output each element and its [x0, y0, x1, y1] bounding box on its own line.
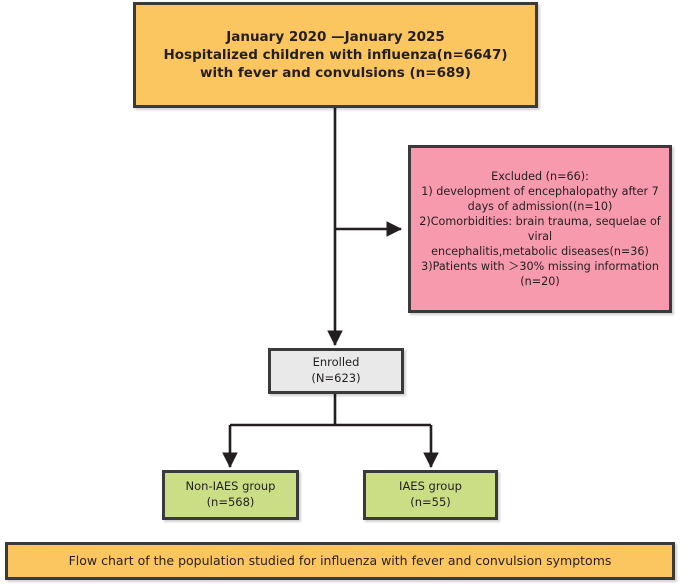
excluded-reason-2: 2)Comorbidities: brain trauma, sequelae …	[419, 214, 661, 228]
node-enrolled: Enrolled (N=623)	[268, 348, 404, 394]
iaes-count: (n=55)	[410, 495, 451, 509]
excluded-reason-3: 3)Patients with ＞30% missing information	[421, 260, 659, 274]
figure-caption: Flow chart of the population studied for…	[5, 542, 675, 580]
node-excluded: Excluded (n=66): 1) development of encep…	[408, 145, 672, 313]
node-non-iaes-group: Non-IAES group (n=568)	[162, 470, 299, 520]
enrolled-count: (N=623)	[311, 371, 361, 385]
excluded-heading: Excluded (n=66):	[491, 169, 589, 183]
excluded-reason-1: 1) development of encephalopathy after 7	[421, 184, 659, 198]
iaes-label: IAES group	[399, 479, 462, 494]
excluded-reason-2-cont2: encephalitis,metabolic diseases(n=36)	[431, 245, 649, 259]
node-cohort: January 2020 —January 2025 Hospitalized …	[133, 2, 538, 108]
enrolled-label: Enrolled	[312, 355, 360, 370]
cohort-period: January 2020 —January 2025	[226, 28, 445, 45]
cohort-fever-convulsions: with fever and convulsions (n=689)	[200, 65, 471, 82]
figure-caption-text: Flow chart of the population studied for…	[68, 552, 612, 568]
non-iaes-count: (n=568)	[206, 495, 255, 509]
excluded-reason-2-cont: viral	[527, 230, 553, 243]
excluded-reason-3-cont: (n=20)	[520, 275, 560, 289]
non-iaes-label: Non-IAES group	[185, 479, 276, 494]
node-iaes-group: IAES group (n=55)	[363, 470, 498, 520]
cohort-hospitalized: Hospitalized children with influenza(n=6…	[163, 46, 508, 63]
excluded-reason-1-cont: days of admission((n=10)	[467, 199, 613, 213]
